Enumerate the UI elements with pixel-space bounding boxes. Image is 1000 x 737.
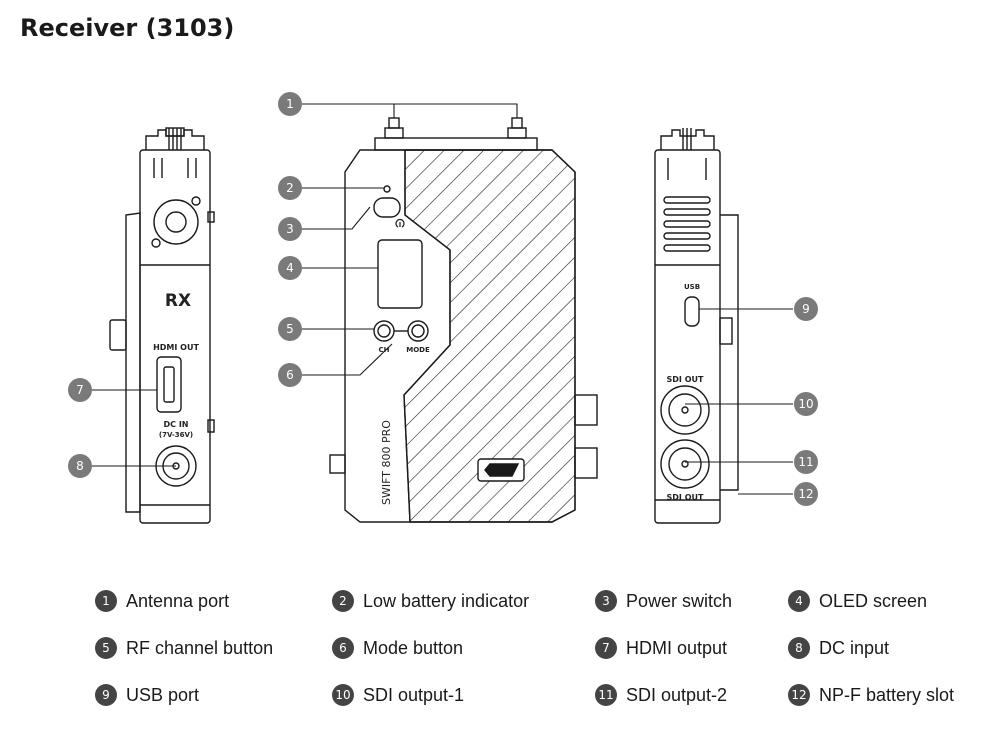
callout-4: 4 bbox=[278, 256, 302, 280]
svg-text:4: 4 bbox=[286, 261, 294, 275]
svg-text:12: 12 bbox=[798, 487, 813, 501]
product-name: SWIFT 800 PRO bbox=[380, 420, 393, 505]
callout-11: 11 bbox=[794, 450, 818, 474]
mode-button[interactable] bbox=[407, 320, 429, 342]
svg-text:7: 7 bbox=[76, 383, 84, 397]
callout-1: 1 bbox=[278, 92, 302, 116]
dc-in-label: DC IN bbox=[164, 420, 189, 429]
sdi-output-2-icon bbox=[660, 439, 710, 489]
ch-button[interactable] bbox=[373, 320, 395, 342]
callout-12: 12 bbox=[794, 482, 818, 506]
page-title: Receiver (3103) bbox=[20, 14, 235, 42]
leader-lines bbox=[92, 103, 793, 495]
callout-9: 9 bbox=[794, 297, 818, 321]
usb-label: USB bbox=[684, 283, 700, 291]
low-battery-indicator-icon bbox=[383, 185, 391, 193]
svg-text:8: 8 bbox=[76, 459, 84, 473]
sdi-out-label-bottom: SDI OUT bbox=[667, 493, 704, 502]
sdi-out-label-top: SDI OUT bbox=[667, 375, 704, 384]
vent-grille-icon bbox=[663, 196, 711, 252]
oled-screen bbox=[377, 239, 423, 309]
left-side-view bbox=[109, 127, 215, 524]
front-view bbox=[329, 117, 598, 523]
dc-range-label: (7V-36V) bbox=[159, 431, 193, 439]
svg-text:3: 3 bbox=[286, 222, 294, 236]
mode-label: MODE bbox=[406, 346, 430, 354]
sdi-output-1-icon bbox=[660, 385, 710, 435]
receiver-diagram: 1 2 3 4 5 6 7 8 9 10 11 12 RX HDMI OUT D… bbox=[68, 92, 818, 524]
callout-10: 10 bbox=[794, 392, 818, 416]
callout-8: 8 bbox=[68, 454, 92, 478]
right-side-view bbox=[654, 128, 739, 524]
svg-text:9: 9 bbox=[802, 302, 810, 316]
callout-5: 5 bbox=[278, 317, 302, 341]
callouts: 1 2 3 4 5 6 7 8 9 10 11 12 bbox=[68, 92, 818, 506]
svg-text:11: 11 bbox=[798, 455, 813, 469]
callout-6: 6 bbox=[278, 363, 302, 387]
svg-text:10: 10 bbox=[798, 397, 813, 411]
svg-text:5: 5 bbox=[286, 322, 294, 336]
ch-label: CH bbox=[379, 346, 390, 354]
callout-3: 3 bbox=[278, 217, 302, 241]
power-icon bbox=[395, 219, 405, 228]
svg-text:2: 2 bbox=[286, 181, 294, 195]
fan-icon bbox=[151, 196, 201, 248]
usb-port-icon bbox=[684, 296, 700, 327]
rx-label: RX bbox=[165, 291, 191, 311]
hdmi-port-icon bbox=[156, 356, 182, 413]
callout-7: 7 bbox=[68, 378, 92, 402]
hdmi-out-label: HDMI OUT bbox=[153, 343, 199, 352]
power-button[interactable] bbox=[373, 197, 401, 218]
svg-text:6: 6 bbox=[286, 368, 294, 382]
callout-2: 2 bbox=[278, 176, 302, 200]
svg-text:1: 1 bbox=[286, 97, 294, 111]
left-antenna-icon bbox=[145, 127, 205, 178]
